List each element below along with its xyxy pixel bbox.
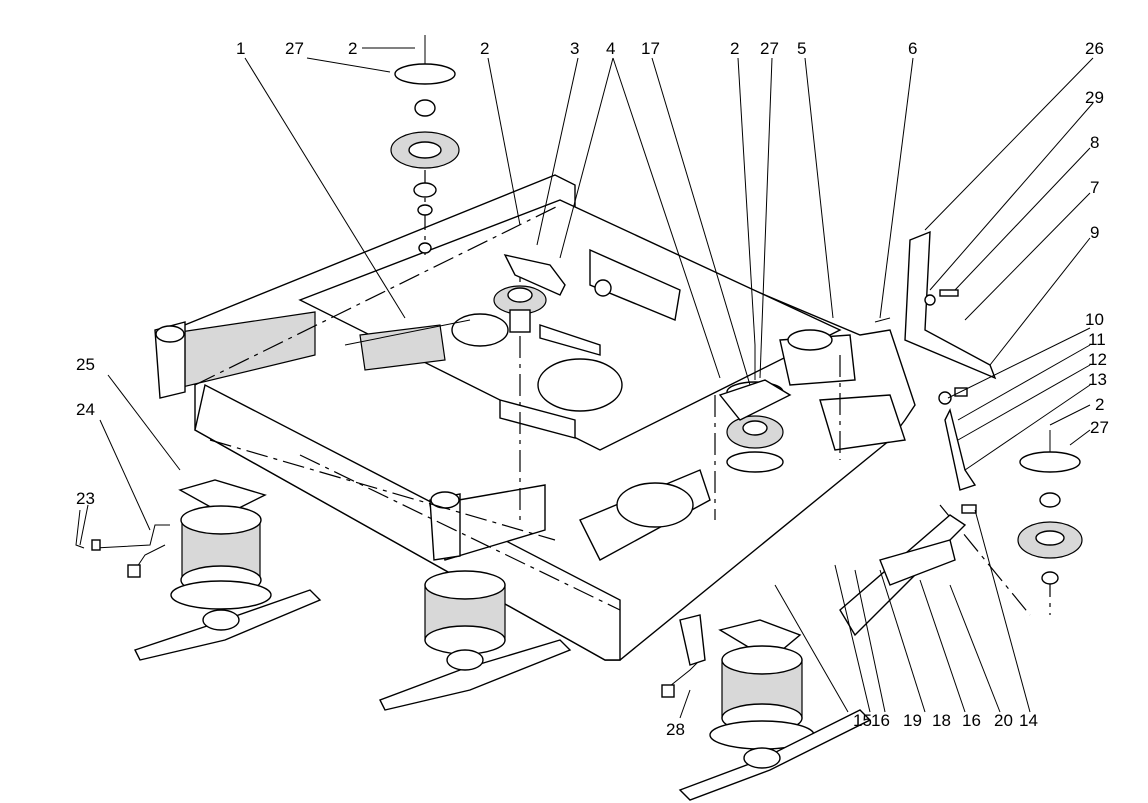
callout-13: 13	[1088, 370, 1107, 389]
callout-2: 2	[480, 39, 489, 58]
idler-assembly-center	[493, 253, 566, 333]
callout-19: 19	[903, 711, 922, 730]
callout-29: 29	[1085, 88, 1104, 107]
spindle-middle	[379, 570, 572, 711]
callout-17: 17	[641, 39, 660, 58]
callout-16: 16	[962, 711, 981, 730]
callout-labels: 1 27 2 2 3 4 17 2 27 5 6 26 29 8 7 9 10 …	[76, 39, 1109, 739]
callout-10: 10	[1085, 310, 1104, 329]
callout-6: 6	[908, 39, 917, 58]
callout-23: 23	[76, 489, 95, 508]
callout-25: 25	[76, 355, 95, 374]
tensioner-assembly	[344, 313, 509, 371]
lever-and-links	[839, 230, 997, 637]
idler-stack-right	[718, 345, 792, 473]
callout-1: 1	[236, 39, 245, 58]
callout-4: 4	[606, 39, 615, 58]
callout-9: 9	[1090, 223, 1099, 242]
pulley-stack-left	[390, 35, 460, 254]
callout-2: 2	[348, 39, 357, 58]
callout-28: 28	[666, 720, 685, 739]
callout-11: 11	[1088, 330, 1106, 349]
callout-2: 2	[730, 39, 739, 58]
spindle-left	[134, 479, 322, 661]
wire-harnesses	[75, 509, 706, 698]
callout-2: 2	[1095, 395, 1104, 414]
callout-14: 14	[1019, 711, 1038, 730]
callout-20: 20	[994, 711, 1013, 730]
callout-27: 27	[760, 39, 779, 58]
callout-24: 24	[76, 400, 95, 419]
callout-15: 15	[853, 711, 872, 730]
callout-3: 3	[570, 39, 579, 58]
callout-8: 8	[1090, 133, 1099, 152]
callout-12: 12	[1088, 350, 1107, 369]
callout-18: 18	[932, 711, 951, 730]
deck-frame	[154, 174, 916, 661]
callout-26: 26	[1085, 39, 1104, 58]
callout-16: 16	[871, 711, 890, 730]
callout-27: 27	[1090, 418, 1109, 437]
leader-lines	[79, 47, 1094, 719]
callout-5: 5	[797, 39, 806, 58]
callout-7: 7	[1090, 178, 1099, 197]
callout-27: 27	[285, 39, 304, 58]
spindle-right	[678, 619, 872, 801]
pulley-stack-right	[1017, 430, 1083, 585]
